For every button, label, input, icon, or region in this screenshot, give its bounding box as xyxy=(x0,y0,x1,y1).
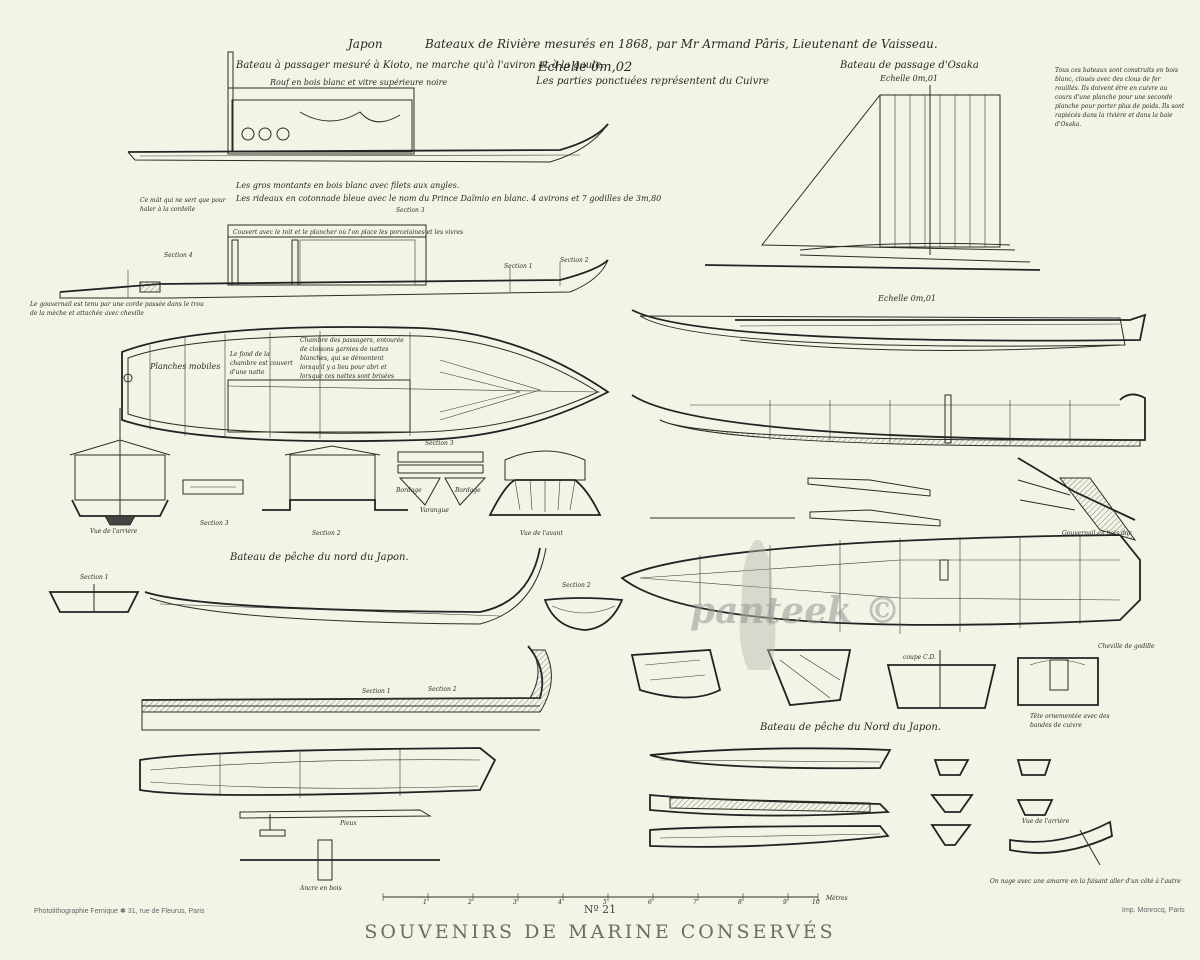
label-planches: Planches mobiles xyxy=(150,362,221,371)
label-coupe: coupe C.D. xyxy=(903,654,936,661)
fishing-left-sec1: Section 1 xyxy=(80,574,109,581)
osaka-boat-plan xyxy=(620,534,1141,634)
kioto-section-1: Section 1 xyxy=(504,263,533,270)
profile-sec2: Section 2 xyxy=(428,686,457,693)
kioto-sub: Rouf en bois blanc et vitre supérieure n… xyxy=(270,78,448,87)
scale-unit: Mètres xyxy=(826,895,848,902)
osaka-scale-mid: Echelle 0m,01 xyxy=(878,294,936,303)
watermark-text: panteek © xyxy=(690,590,901,632)
label-nage: On nage avec une amarre en la faisant al… xyxy=(990,878,1181,885)
scale-left: Echelle 0m,02 xyxy=(538,60,633,75)
scale-tick-8: 8 xyxy=(738,899,742,906)
bordage-right: Bordage xyxy=(455,487,481,494)
kioto-note-curtains: Les rideaux en cotonnade bleue avec le n… xyxy=(236,194,662,203)
fishing-left-sec2: Section 2 xyxy=(562,582,591,589)
kioto-title: Bateau à passager mesuré à Kioto, ne mar… xyxy=(236,60,605,71)
label-avant: Vue de l'avant xyxy=(520,530,563,537)
osaka-note: Tous ces bateaux sont construits en bois… xyxy=(1055,67,1185,128)
label-ancre: Ancre en bois xyxy=(300,885,342,892)
osaka-boat-hull xyxy=(631,309,1147,447)
sec3-small: Section 3 xyxy=(425,440,454,447)
scale-tick-9: 9 xyxy=(783,899,787,906)
scale-tick-6: 6 xyxy=(648,899,652,906)
osaka-boat-sections xyxy=(630,649,1099,709)
label-fond: Le fond de la chambre est couvert d'une … xyxy=(230,351,293,376)
label-pieux: Pieux xyxy=(340,820,357,827)
kioto-section-top: Section 3 xyxy=(396,207,425,214)
header-country: Japon xyxy=(348,37,383,51)
kioto-boat-elevation xyxy=(127,51,609,163)
label-gouvernail: Gouvernail en bois dur xyxy=(1062,530,1132,537)
osaka-boat-sail xyxy=(704,85,1041,271)
credit-right: Imp. Monrocq, Paris xyxy=(1122,907,1185,914)
label-cheville: Cheville de godille xyxy=(1098,643,1155,650)
label-section-2: Section 2 xyxy=(312,530,341,537)
scale-tick-10: 10 xyxy=(812,899,820,906)
scale-tick-5: 5 xyxy=(603,899,607,906)
fishing-boat-left xyxy=(48,547,624,881)
kioto-boat-section xyxy=(59,224,609,299)
scale-tick-2: 2 xyxy=(468,899,472,906)
kioto-note-posts: Les gros montants en bois blanc avec fil… xyxy=(236,181,460,190)
watermark-figure xyxy=(739,540,776,670)
note-copper: Les parties ponctuées représentent du Cu… xyxy=(536,76,770,87)
kioto-note-rudder: Le gouvernail est tenu par une corde pas… xyxy=(30,301,204,317)
header-title: Bateaux de Rivière mesurés en 1868, par … xyxy=(425,37,938,51)
osaka-boat-oars-rudder xyxy=(650,457,1137,541)
scale-tick-1: 1 xyxy=(423,899,427,906)
fishing-right-title: Bateau de pêche du Nord du Japon. xyxy=(760,722,941,733)
kioto-section-2: Section 2 xyxy=(560,257,589,264)
scale-tick-7: 7 xyxy=(693,899,697,906)
label-vue-arriere: Vue de l'arrière xyxy=(1022,818,1070,825)
varangue: Varangue xyxy=(420,507,449,514)
osaka-scale: Echelle 0m,01 xyxy=(880,74,938,83)
osaka-title: Bateau de passage d'Osaka xyxy=(840,60,979,71)
label-tete: Tête ornementée avec des bandes de cuivr… xyxy=(1030,713,1110,729)
fishing-left-title: Bateau de pêche du nord du Japon. xyxy=(230,552,409,563)
kioto-note-roof: Couvert avec le toit et le plancher où l… xyxy=(233,229,464,236)
scale-tick-4: 4 xyxy=(558,899,562,906)
label-arriere: Vue de l'arrière xyxy=(90,528,138,535)
kioto-boat-cross-sections xyxy=(69,408,602,526)
scale-tick-3: 3 xyxy=(513,899,517,906)
credit-left: Photolithographie Fernique ✱ 31, rue de … xyxy=(34,908,205,915)
label-section-3: Section 3 xyxy=(200,520,229,527)
fishing-boat-right xyxy=(649,747,1113,866)
scale-bar xyxy=(382,893,819,901)
plate-number: Nº 21 xyxy=(583,903,617,916)
kioto-note-mast: Ce mât qui ne sert que pour haler à la c… xyxy=(140,197,226,213)
kioto-section-4: Section 4 xyxy=(164,252,193,259)
footer-title: SOUVENIRS DE MARINE CONSERVÉS xyxy=(364,921,836,943)
kioto-boat-plan xyxy=(121,326,610,443)
bordage-left: Bordage xyxy=(396,487,422,494)
profile-sec1: Section 1 xyxy=(362,688,391,695)
label-chambre: Chambre des passagers, entourée de clois… xyxy=(300,337,404,380)
